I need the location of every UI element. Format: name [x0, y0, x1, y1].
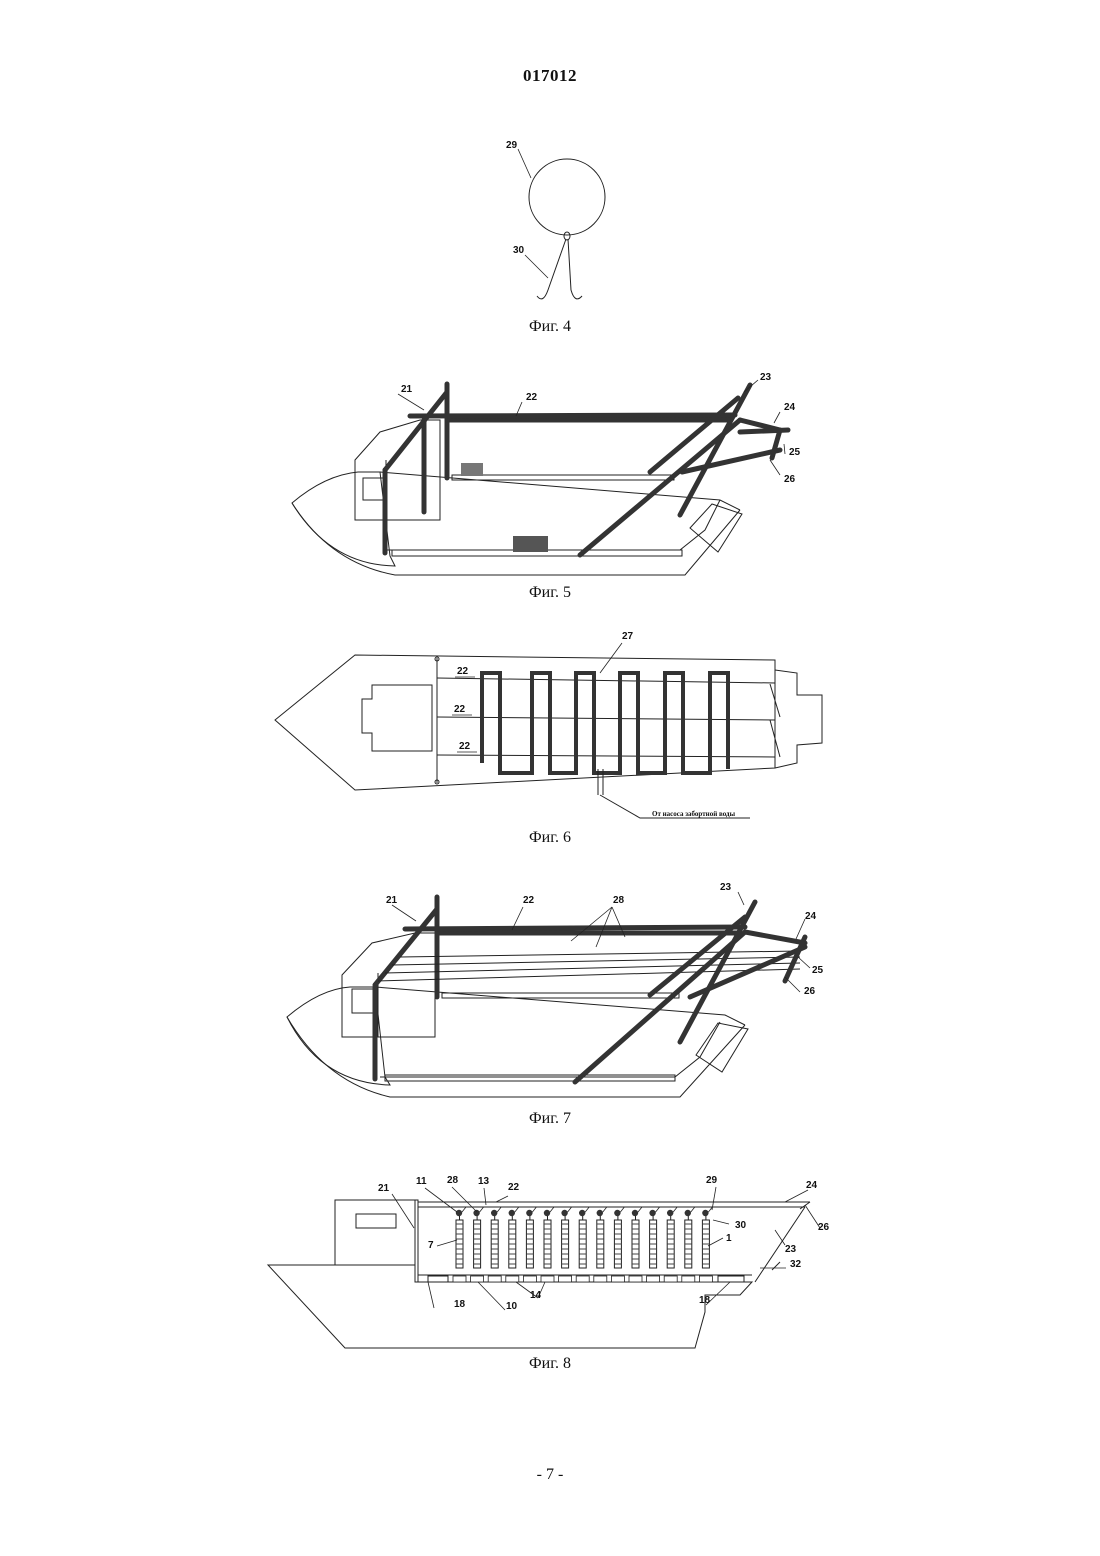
fig5-label-23: 23 — [760, 372, 772, 383]
fig8-float — [561, 1210, 567, 1216]
fig7-label-25: 25 — [812, 965, 824, 976]
fig8-float — [649, 1210, 655, 1216]
fig8-base-plate — [594, 1276, 607, 1282]
fig8-label-18-left: 18 — [454, 1299, 466, 1310]
fig8-label-14: 14 — [530, 1290, 542, 1301]
fig8-label-30: 30 — [735, 1220, 747, 1231]
fig8-label-22: 22 — [508, 1182, 520, 1193]
fig5-label-24: 24 — [784, 402, 796, 413]
fig6-label-22-b: 22 — [454, 704, 466, 715]
fig8-base-plate — [559, 1276, 572, 1282]
fig8-float — [509, 1210, 515, 1216]
fig5-label-22: 22 — [526, 392, 538, 403]
fig8-hook — [532, 1207, 536, 1212]
figure-6-drawing: 27 22 22 22 От насоса забортной воды — [0, 625, 1100, 825]
fig6-label-27: 27 — [622, 631, 634, 642]
fig8-hook — [691, 1207, 695, 1212]
document-number: 017012 — [0, 66, 1100, 86]
fig8-hook — [568, 1207, 572, 1212]
fig8-base-plate — [471, 1276, 484, 1282]
fig8-float — [491, 1210, 497, 1216]
figure-4-drawing: 29 30 — [0, 140, 1100, 320]
figure-7-caption: Фиг. 7 — [0, 1110, 1100, 1128]
fig7-label-28: 28 — [613, 895, 625, 906]
figure-8-caption: Фиг. 8 — [0, 1355, 1100, 1373]
fig8-float — [473, 1210, 479, 1216]
fig8-hook — [480, 1207, 484, 1212]
fig8-base-plate — [629, 1276, 642, 1282]
fig8-hook — [585, 1207, 589, 1212]
fig8-float — [597, 1210, 603, 1216]
figure-5-drawing: 21 22 23 24 25 26 — [0, 360, 1100, 580]
fig6-pump-note: От насоса забортной воды — [652, 810, 736, 818]
fig5-block-1 — [461, 463, 483, 476]
fig8-hanging-units — [453, 1207, 712, 1282]
fig8-label-29: 29 — [706, 1175, 718, 1186]
fig8-label-18-right: 18 — [699, 1295, 711, 1306]
fig8-base-plate — [506, 1276, 519, 1282]
fig6-label-22-c: 22 — [459, 741, 471, 752]
fig8-label-23: 23 — [785, 1244, 797, 1255]
fig8-float — [632, 1210, 638, 1216]
fig8-float — [685, 1210, 691, 1216]
fig8-label-11: 11 — [416, 1176, 427, 1187]
fig8-float — [614, 1210, 620, 1216]
fig8-hook — [638, 1207, 642, 1212]
figure-6-caption: Фиг. 6 — [0, 829, 1100, 847]
fig8-float — [667, 1210, 673, 1216]
fig8-hook — [462, 1207, 466, 1212]
fig8-float — [579, 1210, 585, 1216]
fig8-float — [456, 1210, 462, 1216]
fig8-label-21: 21 — [378, 1183, 390, 1194]
fig8-label-32: 32 — [790, 1259, 802, 1270]
fig8-label-28: 28 — [447, 1175, 459, 1186]
fig8-hook — [656, 1207, 660, 1212]
fig6-coil-27 — [482, 673, 728, 773]
fig8-label-7: 7 — [428, 1240, 434, 1251]
fig8-base-plate — [541, 1276, 554, 1282]
fig8-label-10: 10 — [506, 1301, 518, 1312]
fig8-hook — [497, 1207, 501, 1212]
fig8-base-plate — [453, 1276, 466, 1282]
fig8-hook — [620, 1207, 624, 1212]
fig8-hook — [673, 1207, 677, 1212]
fig4-label-30: 30 — [513, 245, 525, 256]
fig5-label-21: 21 — [401, 384, 413, 395]
figure-7-drawing: 21 22 28 23 24 25 26 — [0, 877, 1100, 1107]
fig5-label-26: 26 — [784, 474, 796, 485]
fig8-base-plate — [664, 1276, 677, 1282]
fig6-label-22-a: 22 — [457, 666, 469, 677]
fig8-float — [702, 1210, 708, 1216]
fig4-label-29: 29 — [506, 140, 518, 151]
fig8-label-26: 26 — [818, 1222, 830, 1233]
fig8-float — [544, 1210, 550, 1216]
figure-8-drawing: 13 11 28 22 21 7 29 24 26 30 23 1 32 18 … — [0, 1150, 1100, 1350]
fig7-label-22: 22 — [523, 895, 535, 906]
fig5-block-2 — [513, 536, 548, 552]
fig5-label-25: 25 — [789, 447, 801, 458]
fig7-label-23: 23 — [720, 882, 732, 893]
page-number: - 7 - — [0, 1466, 1100, 1484]
fig8-base-plate — [682, 1276, 695, 1282]
fig7-label-26: 26 — [804, 986, 816, 997]
fig8-base-plate — [488, 1276, 501, 1282]
fig8-hook — [515, 1207, 519, 1212]
figure-5-caption: Фиг. 5 — [0, 584, 1100, 602]
fig8-hook — [603, 1207, 607, 1212]
fig7-label-21: 21 — [386, 895, 398, 906]
fig8-float — [526, 1210, 532, 1216]
fig8-base-plate — [647, 1276, 660, 1282]
figure-4-caption: Фиг. 4 — [0, 318, 1100, 336]
fig8-base-plate — [699, 1276, 712, 1282]
fig8-label-1: 1 — [726, 1233, 732, 1244]
fig7-label-24: 24 — [805, 911, 817, 922]
fig8-hook — [550, 1207, 554, 1212]
fig8-base-plate — [576, 1276, 589, 1282]
fig8-base-plate — [523, 1276, 536, 1282]
fig8-base-plate — [611, 1276, 624, 1282]
fig8-label-24: 24 — [806, 1180, 818, 1191]
fig8-label-13: 13 — [478, 1176, 490, 1187]
